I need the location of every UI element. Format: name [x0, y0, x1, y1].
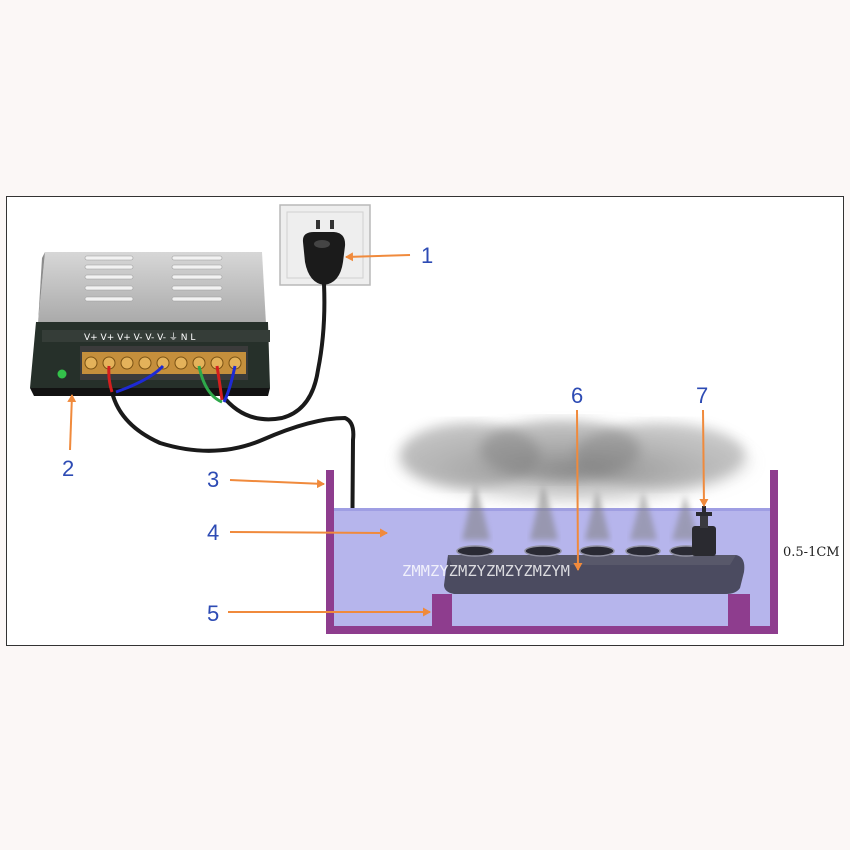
tank-right-wall — [770, 470, 778, 634]
label-3: 3 — [207, 467, 219, 492]
support-left — [432, 594, 452, 628]
arrow-7 — [699, 409, 709, 507]
label-5: 5 — [207, 601, 219, 626]
mist — [395, 420, 755, 540]
pointer-arrows — [67, 252, 709, 617]
red-mains-wire — [215, 365, 224, 401]
arrow-4 — [229, 528, 388, 538]
arrow-2 — [67, 394, 77, 451]
label-1: 1 — [421, 243, 433, 268]
label-4: 4 — [207, 520, 219, 545]
support-right — [728, 594, 750, 628]
vent-slots — [84, 255, 223, 302]
plug-cable — [220, 282, 327, 422]
screw-terminals — [82, 352, 246, 374]
power-led — [57, 369, 67, 379]
blue-mains-wire — [222, 365, 237, 403]
arrow-1 — [345, 252, 411, 262]
terminal-labels: V+ V+ V+ V- V- V- ⏚ N L — [84, 332, 195, 343]
watermark: ZMMZYZMZYZMZYZMZYM — [402, 562, 570, 580]
mist-maker — [444, 506, 745, 594]
power-supply: V+ V+ V+ V- V- V- ⏚ N L — [30, 252, 270, 404]
label-2: 2 — [62, 456, 74, 481]
green-wire — [197, 365, 223, 404]
arrow-6 — [573, 409, 583, 571]
power-plug — [302, 232, 346, 285]
red-wire — [107, 365, 114, 393]
tank-left-wall — [326, 470, 334, 634]
blue-wire — [115, 364, 165, 394]
float-switch — [692, 506, 716, 556]
label-7: 7 — [696, 383, 708, 408]
depth-label: 0.5-1CM — [783, 545, 840, 560]
label-6: 6 — [571, 383, 583, 408]
tank-bottom — [326, 626, 778, 634]
arrow-3 — [229, 479, 325, 489]
